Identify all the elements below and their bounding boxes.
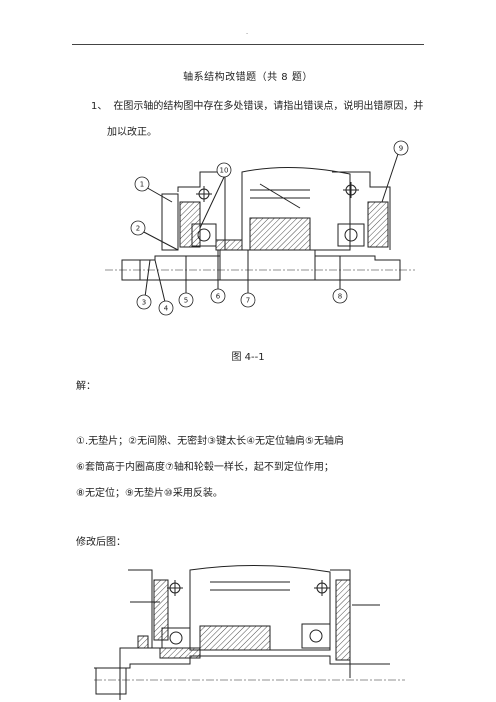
callout-6: 6 xyxy=(216,293,221,301)
question-number: 1、 xyxy=(91,101,108,112)
page-title: 轴系结构改错题（共 8 题） xyxy=(183,72,313,83)
callout-10: 10 xyxy=(220,167,229,175)
question-line-2: 加以改正。 xyxy=(107,127,157,138)
shaft-drawing-original: 1 2 3 4 5 6 7 8 9 10 xyxy=(105,140,415,316)
solution-line-2: ⑥套筒高于内圈高度⑦轴和轮毂一样长，起不到定位作用； xyxy=(76,462,334,473)
shaft-drawing-revised xyxy=(94,564,405,700)
callout-5: 5 xyxy=(184,297,188,305)
figure-caption: 图 4--1 xyxy=(231,352,265,363)
callout-1: 1 xyxy=(140,181,144,189)
callout-8: 8 xyxy=(338,293,342,301)
solution-line-1: ①.无垫片；②无间隙、无密封③键太长④无定位轴肩⑤无轴肩 xyxy=(76,436,345,447)
question-text: 1、在图示轴的结构图中存在多处错误，请指出错误点，说明出错原因，并 加以改正。 xyxy=(91,94,431,146)
callout-4: 4 xyxy=(164,305,169,313)
callout-9: 9 xyxy=(399,145,403,153)
callout-3: 3 xyxy=(142,299,146,307)
question-line-1: 在图示轴的结构图中存在多处错误，请指出错误点，说明出错原因，并 xyxy=(113,101,424,112)
header-rule xyxy=(72,44,424,45)
solution-label: 解： xyxy=(76,381,96,392)
callout-2: 2 xyxy=(136,225,140,233)
callout-7: 7 xyxy=(246,297,250,305)
solution-line-3: ⑧无定位；⑨无垫片⑩采用反装。 xyxy=(76,488,223,499)
revised-label: 修改后图： xyxy=(76,537,126,548)
header-mark: - xyxy=(246,30,249,37)
